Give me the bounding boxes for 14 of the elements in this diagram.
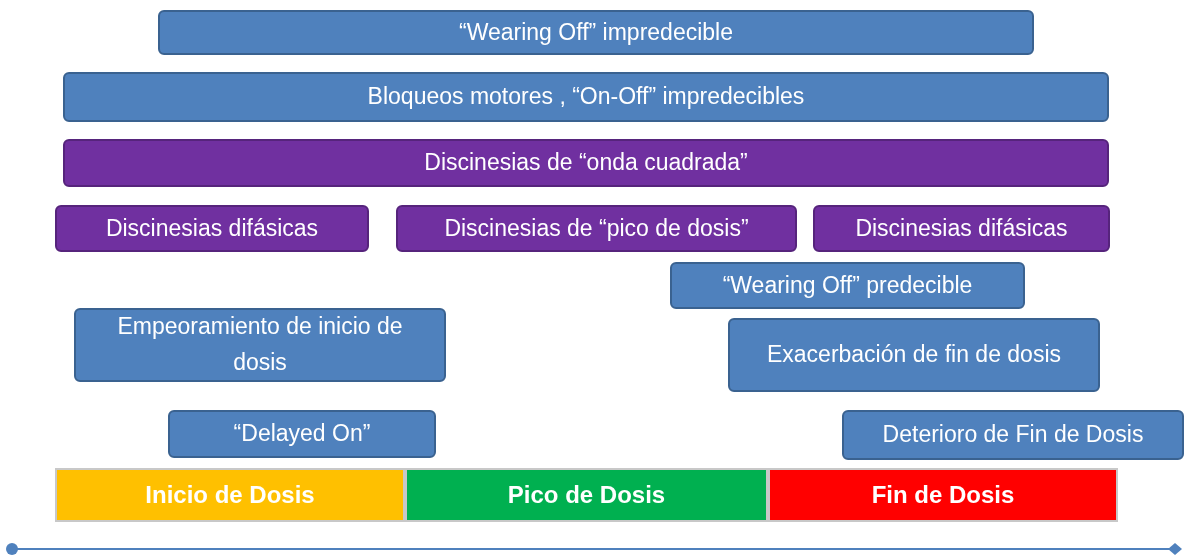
symptom-box: “Wearing Off” impredecible <box>158 10 1034 55</box>
symptom-box: “Delayed On” <box>168 410 436 458</box>
dyskinesia-box: Discinesias difásicas <box>813 205 1110 252</box>
symptom-box: Deterioro de Fin de Dosis <box>842 410 1184 460</box>
phase-bar: Inicio de Dosis <box>55 468 405 522</box>
phase-bar: Fin de Dosis <box>768 468 1118 522</box>
symptom-box: “Wearing Off” predecible <box>670 262 1025 309</box>
dyskinesia-box: Discinesias de “onda cuadrada” <box>63 139 1109 187</box>
dyskinesia-box: Discinesias difásicas <box>55 205 369 252</box>
symptom-box: Empeoramiento de inicio de dosis <box>74 308 446 382</box>
symptom-box: Exacerbación de fin de dosis <box>728 318 1100 392</box>
phase-bar: Pico de Dosis <box>405 468 768 522</box>
symptom-box: Bloqueos motores , “On-Off” impredecibles <box>63 72 1109 122</box>
dyskinesia-box: Discinesias de “pico de dosis” <box>396 205 797 252</box>
